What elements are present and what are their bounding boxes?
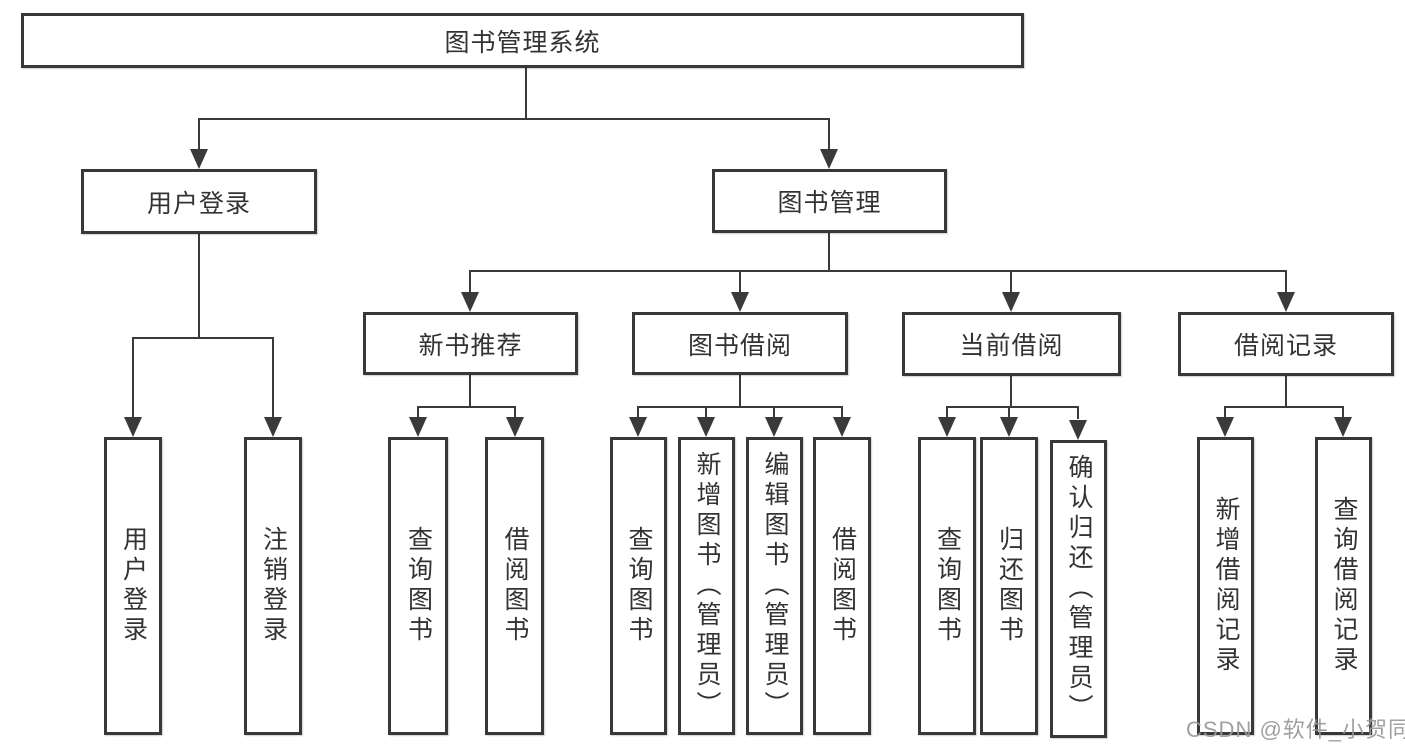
leaf-user-login: 用户登录: [104, 437, 162, 735]
node-book-management-branch: 图书管理: [712, 169, 947, 233]
leaf-records-add-borrow-record: 新增借阅记录: [1197, 437, 1254, 735]
connector-stem-logout: [272, 337, 274, 419]
connector-stem-user-login: [132, 337, 134, 419]
arrow-down-icon: [833, 417, 851, 437]
connector-recommend-drop: [469, 374, 471, 407]
connector-stem-leaf: [637, 406, 639, 419]
node-new-book-recommend: 新书推荐: [363, 312, 578, 375]
connector-stem-leaf: [705, 406, 707, 419]
arrow-down-icon: [461, 292, 479, 312]
connector-stem-leaf: [514, 406, 516, 419]
connector-stem-records: [1285, 270, 1287, 294]
connector-stem-borrowing: [739, 270, 741, 294]
leaf-records-query-borrow-record: 查询借阅记录: [1315, 437, 1372, 735]
connector-stem-leaf: [1224, 406, 1226, 419]
connector-current-drop: [1010, 375, 1012, 407]
arrow-down-icon: [1277, 292, 1295, 312]
arrow-down-icon: [409, 417, 427, 437]
connector-management-drop: [828, 233, 830, 271]
leaf-newbook-query-books: 查询图书: [388, 437, 448, 735]
connector-stem-leaf: [1077, 406, 1079, 419]
leaf-newbook-borrow-books: 借阅图书: [485, 437, 544, 735]
arrow-down-icon: [1069, 420, 1087, 440]
connector-root-split: [198, 118, 830, 120]
arrow-down-icon: [1334, 417, 1352, 437]
arrow-down-icon: [1002, 292, 1020, 312]
connector-root-drop: [525, 68, 527, 120]
node-current-borrowing: 当前借阅: [902, 312, 1121, 376]
connector-stem-management: [828, 118, 830, 151]
connector-stem-leaf: [1342, 406, 1344, 419]
connector-stem-leaf: [417, 406, 419, 419]
arrow-down-icon: [938, 417, 956, 437]
connector-borrowing-split: [637, 406, 843, 408]
node-book-borrowing: 图书借阅: [632, 312, 848, 375]
connector-borrowing-drop: [739, 374, 741, 407]
connector-stem-leaf: [773, 406, 775, 419]
csdn-watermark: CSDN @软件_小贺同学: [1186, 717, 1405, 742]
arrow-down-icon: [820, 149, 838, 169]
connector-login-drop: [198, 234, 200, 338]
arrow-down-icon: [1216, 417, 1234, 437]
connector-stem-leaf: [841, 406, 843, 419]
connector-stem-current: [1010, 270, 1012, 294]
arrow-down-icon: [190, 149, 208, 169]
arrow-down-icon: [697, 417, 715, 437]
leaf-borrowing-query-books: 查询图书: [610, 437, 667, 735]
connector-current-split: [946, 406, 1079, 408]
arrow-down-icon: [124, 417, 142, 437]
connector-stem-recommend: [469, 270, 471, 294]
arrow-down-icon: [629, 417, 647, 437]
connector-stem-leaf: [1008, 406, 1010, 419]
node-borrowing-records: 借阅记录: [1178, 312, 1394, 376]
leaf-borrowing-add-books-admin: 新增图书（管理员）: [678, 437, 735, 735]
node-user-login-branch: 用户登录: [81, 169, 317, 234]
arrow-down-icon: [506, 417, 524, 437]
leaf-current-return-books: 归还图书: [980, 437, 1038, 735]
leaf-borrowing-borrow-books: 借阅图书: [813, 437, 871, 735]
arrow-down-icon: [1000, 417, 1018, 437]
leaf-current-query-books: 查询图书: [918, 437, 976, 735]
connector-login-split: [132, 337, 274, 339]
connector-recommend-split: [417, 406, 516, 408]
connector-stem-leaf: [946, 406, 948, 419]
connector-management-split: [469, 270, 1287, 272]
connector-records-drop: [1285, 375, 1287, 407]
node-system-root: 图书管理系统: [21, 13, 1024, 68]
leaf-borrowing-edit-books-admin: 编辑图书（管理员）: [746, 437, 803, 735]
leaf-current-confirm-return-admin: 确认归还（管理员）: [1050, 440, 1107, 738]
leaf-logout-login: 注销登录: [244, 437, 302, 735]
connector-records-split: [1224, 406, 1344, 408]
arrow-down-icon: [264, 417, 282, 437]
arrow-down-icon: [765, 417, 783, 437]
arrow-down-icon: [731, 292, 749, 312]
connector-stem-login: [198, 118, 200, 151]
